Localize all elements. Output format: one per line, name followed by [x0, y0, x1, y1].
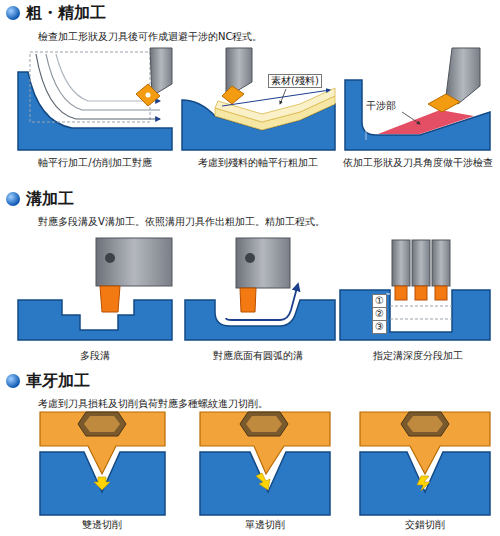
tool-holder [226, 48, 252, 94]
caption: 軸平行加工/仿削加工對應 [38, 157, 151, 170]
tool-holder [432, 240, 450, 286]
caption: 多段溝 [80, 350, 110, 363]
insert-socket [78, 412, 126, 436]
feed-arrow [417, 476, 430, 491]
leader-line [402, 112, 420, 124]
tool-holder [392, 240, 410, 286]
threading-insert [360, 412, 490, 474]
threading-insert [40, 412, 165, 474]
tool-insert [428, 94, 460, 112]
tool-insert [395, 286, 407, 300]
section-description: 對應多段溝及V溝加工。依照溝用刀具作出粗加工。精加工程式。 [38, 216, 325, 229]
tool-holder [446, 48, 480, 104]
insert-hole [146, 93, 151, 98]
tool-insert [435, 286, 447, 300]
callout-number: ① [372, 294, 387, 308]
interference-zone [378, 110, 474, 134]
caption: 依加工形狀及刀具角度做干涉檢查 [343, 157, 493, 170]
callout-number: ② [372, 307, 387, 321]
caption: 對應底面有圓弧的溝 [213, 350, 303, 363]
tool-insert [136, 84, 160, 106]
section-bullet [6, 374, 20, 388]
threading-insert [200, 412, 330, 474]
feed-arrow [94, 477, 110, 490]
tool-holder [96, 238, 172, 286]
workpiece [18, 300, 172, 340]
insert-socket [246, 416, 282, 432]
feed-arrow [256, 473, 270, 490]
toolpath [366, 90, 367, 140]
caption: 單邊切削 [245, 519, 285, 532]
tool-insert [240, 288, 256, 312]
callout-label: 素材(殘料) [268, 74, 322, 88]
tool-holder [412, 240, 430, 286]
leader-line [280, 89, 286, 104]
tool-insert [222, 86, 244, 104]
depth-step [390, 319, 452, 320]
toolpath [36, 54, 160, 119]
callout-number: ③ [372, 320, 387, 334]
insert-socket [407, 416, 443, 432]
toolpath [46, 54, 160, 110]
section-heading: 溝加工 [26, 189, 74, 209]
section-description: 檢查加工形狀及刀具後可作成迴避干涉的NC程式。 [38, 31, 262, 44]
clamp-screw [105, 253, 115, 263]
toolpath [226, 284, 298, 320]
section-description: 考慮到刀具損耗及切削負荷對應多種螺紋進刀切削。 [38, 398, 268, 411]
callout-label: 干涉部 [366, 100, 396, 113]
section-heading: 車牙加工 [26, 371, 90, 391]
clamp-screw [245, 253, 255, 263]
caption: 雙邊切削 [82, 519, 122, 532]
depth-step [390, 306, 452, 307]
section-bullet [6, 192, 20, 206]
caption: 交錯切削 [405, 519, 445, 532]
insert-socket [401, 412, 449, 436]
tool-insert [100, 286, 120, 312]
insert-socket [84, 416, 120, 432]
section-bullet [6, 6, 20, 20]
caption: 指定溝深度分段加工 [373, 350, 463, 363]
insert-socket [240, 412, 288, 436]
caption: 考慮到殘料的軸平行粗加工 [198, 157, 318, 170]
workpiece [18, 72, 172, 150]
tool-insert [415, 286, 427, 300]
tool-holder [236, 238, 290, 288]
section-heading: 粗・精加工 [26, 3, 106, 23]
